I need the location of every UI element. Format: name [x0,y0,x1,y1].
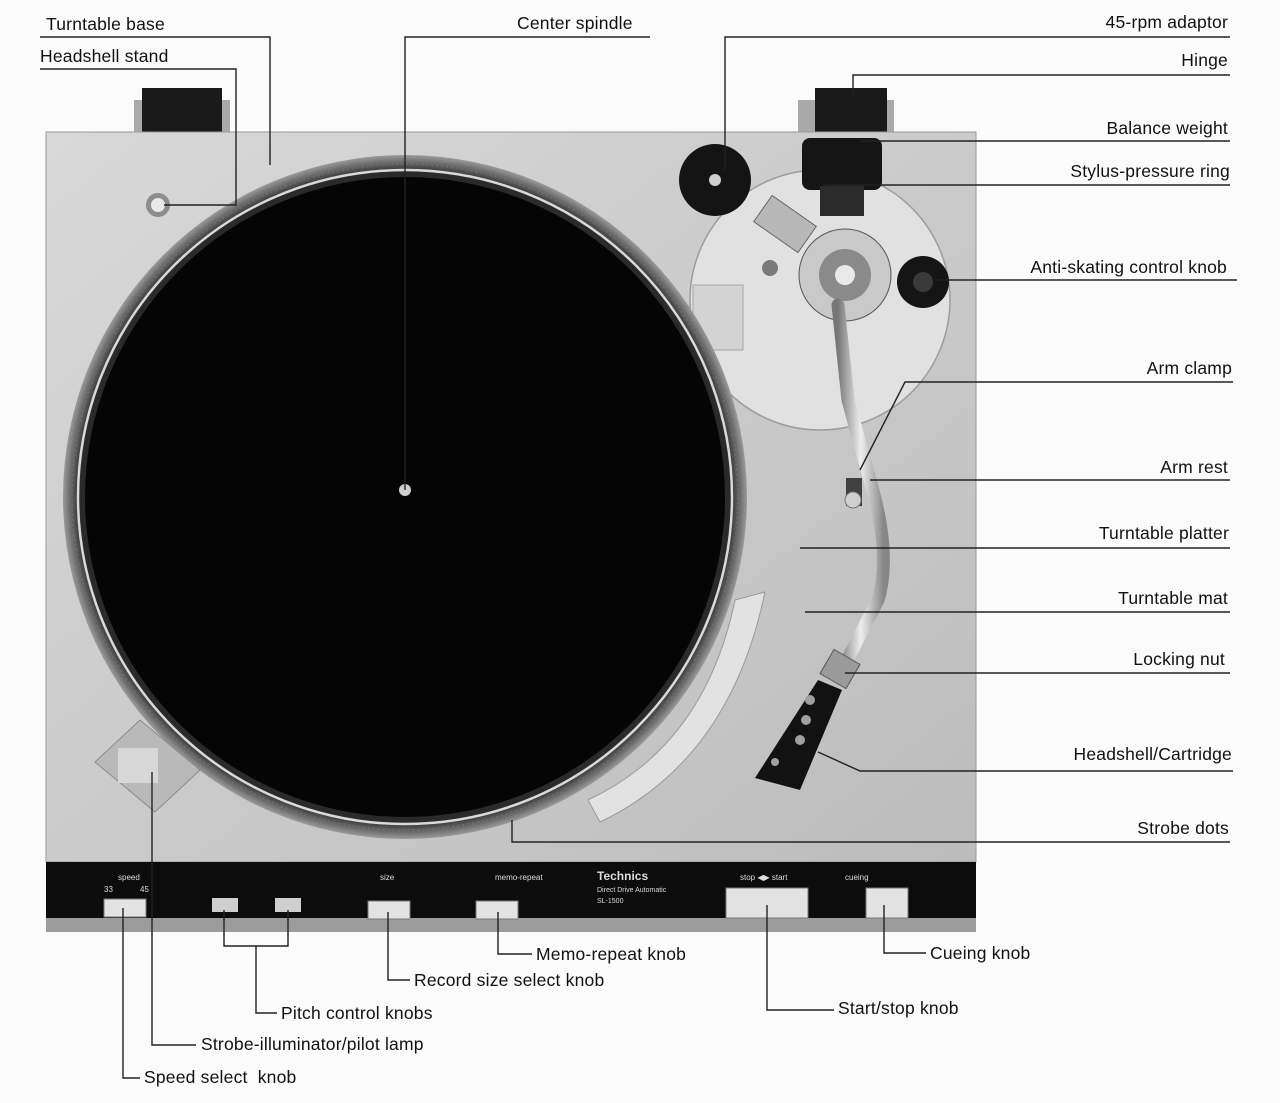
headshell-stand [146,193,170,217]
turntable-mat [85,177,725,817]
headshell-cartridge [755,680,842,790]
strobe-dots-ring [69,161,741,833]
record-size-select-knob[interactable] [367,900,411,920]
anti-skating-control-knob [897,256,949,308]
label-arm-rest: Arm rest [1160,457,1228,477]
leader-speed-select [122,908,140,1079]
leader-hinge [852,74,1230,95]
leader-lines [40,36,1237,1079]
label-stylus-pressure-ring: Stylus-pressure ring [1070,161,1230,181]
label-cueing-knob: Cueing knob [930,943,1031,963]
label-45rpm-adaptor: 45-rpm adaptor [1105,12,1228,32]
label-center-spindle: Center spindle [517,13,633,33]
leader-headshell-cartridge [817,751,1233,772]
panel-brand: Technics [597,869,648,883]
leader-center-spindle [404,36,650,490]
memo-repeat-knob[interactable] [475,900,519,920]
leader-turntable-base [40,36,271,165]
panel-memo-repeat-text: memo-repeat [495,873,543,882]
label-locking-nut: Locking nut [1133,649,1225,669]
label-start-stop-knob: Start/stop knob [838,998,959,1018]
label-arm-clamp: Arm clamp [1146,358,1232,378]
label-record-size-knob: Record size select knob [414,970,605,990]
panel-speed-33: 33 [104,885,113,894]
leader-record-size [387,912,410,981]
leader-45rpm-adaptor [724,36,1230,170]
leader-start-stop [766,905,834,1011]
label-hinge: Hinge [1181,50,1228,70]
label-balance-weight: Balance weight [1106,118,1228,138]
label-turntable-platter: Turntable platter [1098,523,1229,543]
label-turntable-base: Turntable base [46,14,165,34]
leader-memo-repeat [497,912,532,955]
leader-headshell-stand [40,68,237,206]
locking-nut [819,648,861,690]
label-strobe-illuminator: Strobe-illuminator/pilot lamp [201,1034,424,1054]
balance-weight [802,138,882,216]
pitch-control-knob-45[interactable] [275,898,301,912]
leader-strobe-dots [511,820,1230,843]
strobe-shroud [587,591,766,823]
leader-pitch-control-down [255,946,277,1014]
label-memo-repeat-knob: Memo-repeat knob [536,944,687,964]
leader-cueing [883,905,926,954]
adaptor-45rpm [679,144,751,216]
panel-speed-text: speed [118,873,140,882]
label-strobe-dots: Strobe dots [1137,818,1229,838]
panel-model: SL-1500 [597,898,624,905]
panel-cueing: cueing [845,873,869,882]
leader-strobe-illuminator [151,772,196,1046]
panel-size-text: size [380,873,395,882]
label-headshell-stand: Headshell stand [40,46,169,66]
label-anti-skating-knob: Anti-skating control knob [1030,257,1227,277]
cueing-knob[interactable] [865,887,909,919]
label-speed-select-knob: Speed select knob [144,1067,297,1087]
arm-pivot [753,194,892,322]
panel-model-line: Direct Drive Automatic [597,887,667,894]
label-headshell-cartridge: Headshell/Cartridge [1073,744,1232,764]
panel-stop-start: stop ◀▶ start [740,873,788,882]
label-turntable-mat: Turntable mat [1118,588,1228,608]
speed-select-knob[interactable] [103,898,147,918]
pitch-control-knob-33[interactable] [212,898,238,912]
leader-arm-clamp [859,381,1233,471]
panel-speed-45: 45 [140,885,149,894]
label-pitch-control-knobs: Pitch control knobs [281,1003,433,1023]
